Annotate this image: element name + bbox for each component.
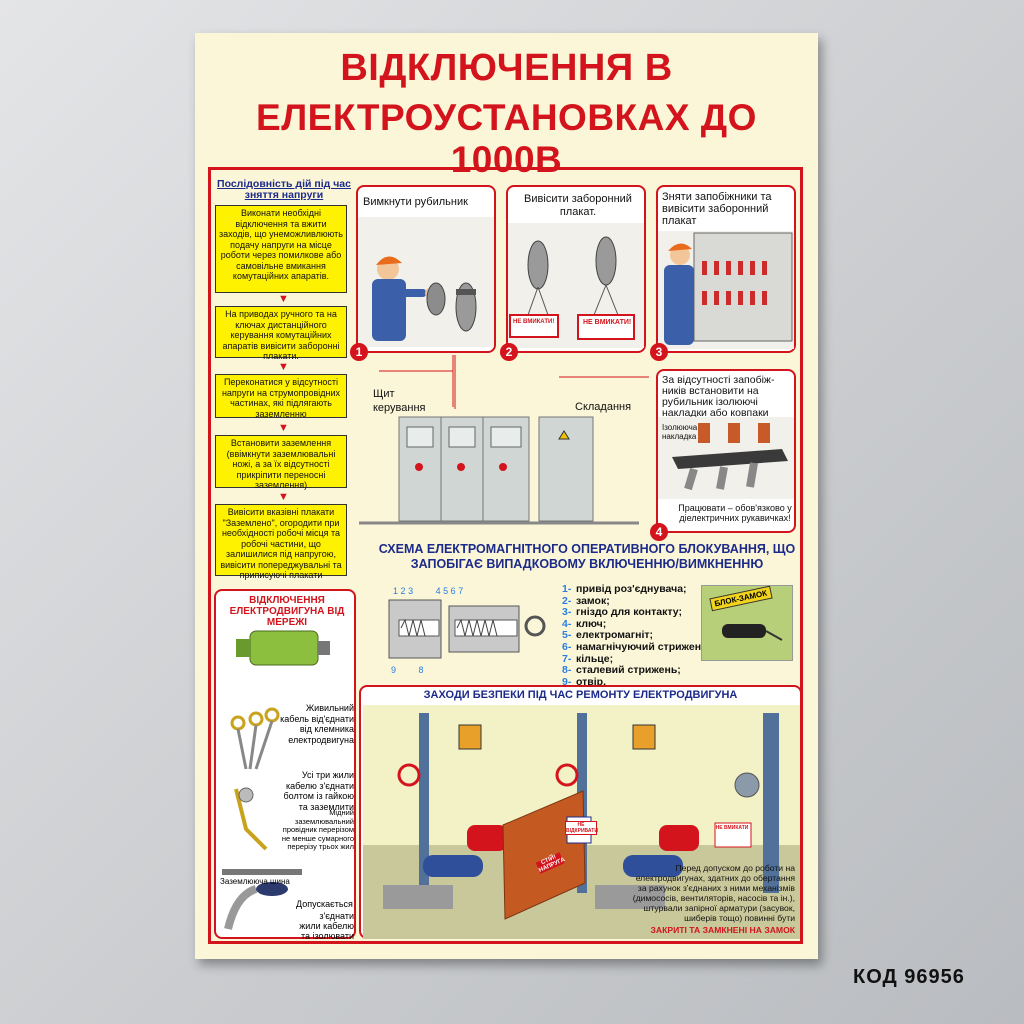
title-line2: ЕЛЕКТРОУСТАНОВКАХ ДО 1000В [256,97,757,180]
panel-remove-fuses: Зняти запобіжники та вивісити заборонний… [650,185,796,361]
legend-item: 4-ключ; [562,617,607,630]
motor-text-1: Живильний кабель від'єднати від клемника… [280,703,354,745]
motor-grounding-illustration [222,630,330,930]
sequence-step-3: Переконатися у відсутності напруги на ст… [215,374,347,419]
control-panel-label: Щит керування [373,388,426,414]
lock-photo: БЛОК-ЗАМОК [701,585,793,661]
scheme-num: 9 [391,665,397,675]
scheme-num: 4 [435,586,441,596]
panel-3-label: Зняти запобіжники та вивісити заборонний… [662,191,772,227]
legend-item: 5-електромагніт; [562,629,654,642]
repair-safety-panel: ЗАХОДИ БЕЗПЕКИ ПІД ЧАС РЕМОНТУ ЕЛЕКТРОДВ… [359,685,802,939]
title-line1: ВІДКЛЮЧЕННЯ В [340,47,673,89]
legend-item: 8-сталевий стрижень; [562,664,681,677]
sequence-step-2: На приводах ручного та на ключах дистанц… [215,306,347,361]
panel-1-label: Вимкнути рубильник [363,196,468,208]
legend-item: 7-кільце; [562,652,614,665]
sign-do-not-open: НЕ ВІДКРИВАТИ [565,821,598,835]
scheme-num: 5 [443,586,449,596]
sign-do-not-switch: НЕ ВМИКАТИ! [513,319,555,325]
motor-text-5: Допускається [296,899,353,909]
poster: ВІДКЛЮЧЕННЯ В ЕЛЕКТРОУСТАНОВКАХ ДО 1000В… [195,33,818,959]
sequence-heading: Послідовність дій під час зняття напруги [217,178,351,201]
sequence-step-1: Виконати необхідні відключення та вжити … [215,205,347,293]
scheme-num: 3 [408,586,414,596]
repair-heading: ЗАХОДИ БЕЗПЕКИ ПІД ЧАС РЕМОНТУ ЕЛЕКТРОДВ… [423,689,738,701]
scheme-legend: 1-привід роз'єднувача; 2-замок; 3-гніздо… [562,583,722,688]
lock-sign: БЛОК-ЗАМОК [709,585,773,612]
product-code: КОД 96956 [853,966,965,988]
motor-text-3: Мідний заземлювальний провідник перерізо… [281,808,354,852]
arrow-down-icon: ▼ [278,361,289,373]
repair-note: Перед допуском до роботи на електродвигу… [632,863,795,923]
panel-number-1: 1 [350,343,368,361]
panel-number-2: 2 [500,343,518,361]
panel-2-label: Вивісити заборонний плакат. [524,193,632,218]
scheme-heading: СХЕМА ЕЛЕКТРОМАГНІТНОГО ОПЕРАТИВНОГО БЛО… [378,542,796,571]
repair-note-red: ЗАКРИТІ ТА ЗАМКНЕНІ НА ЗАМОК [650,925,795,935]
arrow-down-icon: ▼ [278,422,289,434]
legend-item: 9-отвір. [562,675,606,688]
motor-disconnection-panel: ВІДКЛЮЧЕННЯ ЕЛЕКТРОДВИГУНА ВІД МЕРЕЖІ Жи… [214,589,356,941]
panel-4-label: За відсутності запобіж-ників встановити … [662,374,775,419]
panel-insulating-pads: За відсутності запобіж-ників встановити … [650,369,796,541]
warehouse-label: Складання [575,401,632,413]
switch-handles-illustration [508,223,644,348]
sign-do-not-switch-2: НЕ ВМИКАТИ! [583,319,632,326]
motor-text-4: Заземлююча шина [220,877,290,886]
arrow-down-icon: ▼ [278,491,289,503]
insulating-pad-label: Ізолююча накладка [662,423,698,441]
sign-do-not-switch-repair: НЕ ВМИКАТИ [715,825,749,831]
scheme-num: 1 [393,586,399,596]
panel-hang-sign: Вивісити заборонний плакат. НЕ ВМИКАТИ! … [500,185,646,361]
legend-item: 2-замок; [562,594,610,607]
lock-key-icon [722,624,783,641]
arrow-down-icon: ▼ [278,293,289,305]
scheme-number-labels: 1 2 3 4 5 6 7 [393,586,463,596]
scheme-num: 6 [450,586,456,596]
scheme-num: 8 [418,665,424,675]
panel-number-3: 3 [650,343,668,361]
scheme-num: 2 [400,586,406,596]
panel-number-4: 4 [650,523,668,541]
poster-frame [208,167,803,944]
worker-switch-illustration [358,217,494,347]
legend-item: 6-намагнічуючий стрижень; [562,640,711,653]
motor-text-2: Усі три жили кабелю з'єднати болтом із г… [283,770,354,812]
scheme-num: 7 [458,586,464,596]
fuse-cabinet-illustration [658,231,794,349]
motor-text-6: з'єднати жили кабелю та ізолювати [299,911,354,941]
sequence-step-5: Вивісити вказівні плакати "Заземлено", о… [215,504,347,580]
switchboard-illustration [359,355,649,525]
legend-item: 1-привід роз'єднувача; [562,583,687,595]
sequence-step-4: Встановити заземлення (ввімкнути заземлю… [215,435,347,490]
insulating-pad-illustration [658,417,794,499]
legend-item: 3-гніздо для контакту; [562,606,682,619]
scheme-number-labels-bottom: 9 8 [391,665,424,675]
motor-heading: ВІДКЛЮЧЕННЯ ЕЛЕКТРОДВИГУНА ВІД МЕРЕЖІ [229,595,345,628]
blocking-scheme-diagram [388,599,546,659]
panel-4-note: Працювати – обов'язково у діелектричних … [678,503,792,523]
panel-switch-off: Вимкнути рубильник 1 [350,185,496,361]
